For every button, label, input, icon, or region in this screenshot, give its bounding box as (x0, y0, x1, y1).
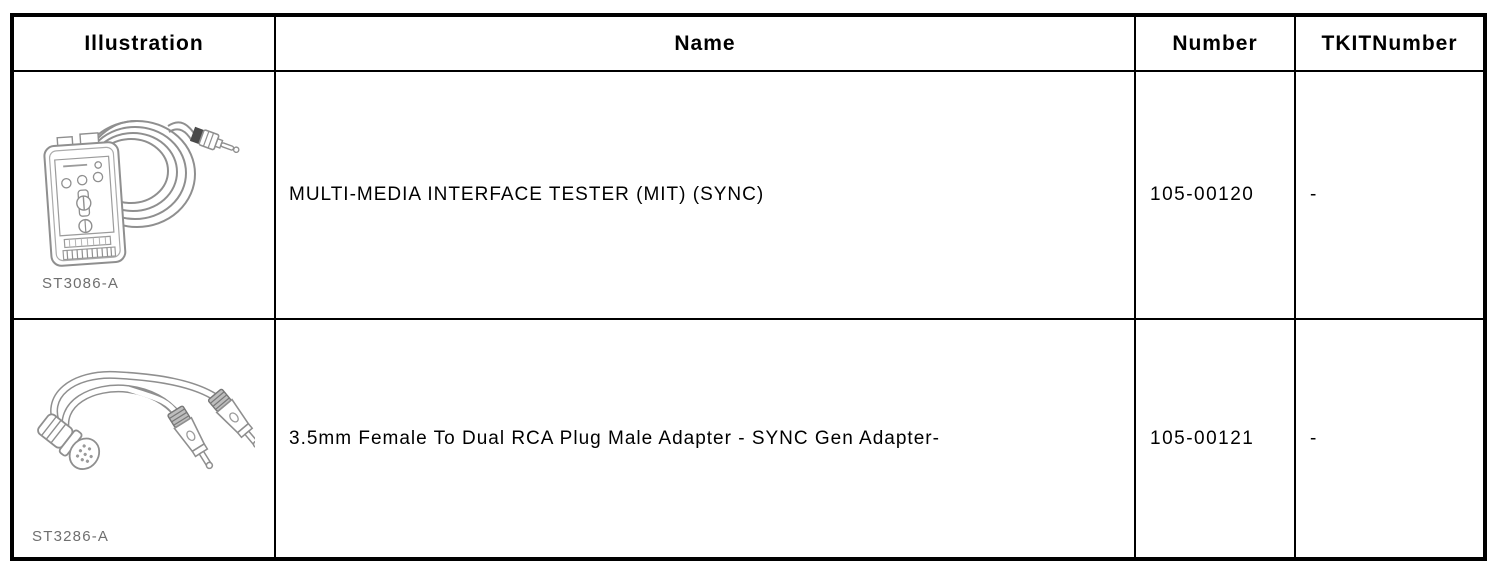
illustration-cell-tester: ST3086-A (11, 70, 276, 320)
multi-media-interface-tester-illustration (43, 120, 240, 267)
illustration-caption: ST3086-A (42, 275, 120, 292)
rca-plug-icon (207, 388, 255, 448)
tkit-number-cell: - (1294, 70, 1486, 320)
column-header-name: Name (274, 14, 1136, 72)
special-tools-table: Illustration Name Number TKITNumber (10, 13, 1487, 561)
rca-adapter-cable-illustration (37, 370, 255, 470)
table-header-row: Illustration Name Number TKITNumber (11, 14, 1486, 72)
column-header-number: Number (1134, 14, 1296, 72)
tkit-number-cell: - (1294, 318, 1486, 560)
number-cell: 105-00121 (1134, 318, 1296, 560)
illustration-cell-adapter: ST3286-A (11, 318, 276, 560)
table-row-adapter: ST3286-A 3.5mm Female To Dual RCA Plug M… (11, 318, 1486, 560)
rca-plug-icon (167, 405, 214, 469)
illustration-caption: ST3286-A (32, 528, 110, 545)
name-cell: 3.5mm Female To Dual RCA Plug Male Adapt… (274, 318, 1136, 560)
cable-plug-icon (189, 126, 240, 154)
table-row-tester: ST3086-A MULTI-MEDIA INTERFACE TESTER (M… (11, 70, 1486, 320)
column-header-illustration: Illustration (11, 14, 276, 72)
number-cell: 105-00120 (1134, 70, 1296, 320)
female-jack-icon (37, 412, 101, 470)
name-cell: MULTI-MEDIA INTERFACE TESTER (MIT) (SYNC… (274, 70, 1136, 320)
column-header-tkitnumber: TKITNumber (1294, 14, 1486, 72)
tester-body-icon (43, 132, 127, 267)
